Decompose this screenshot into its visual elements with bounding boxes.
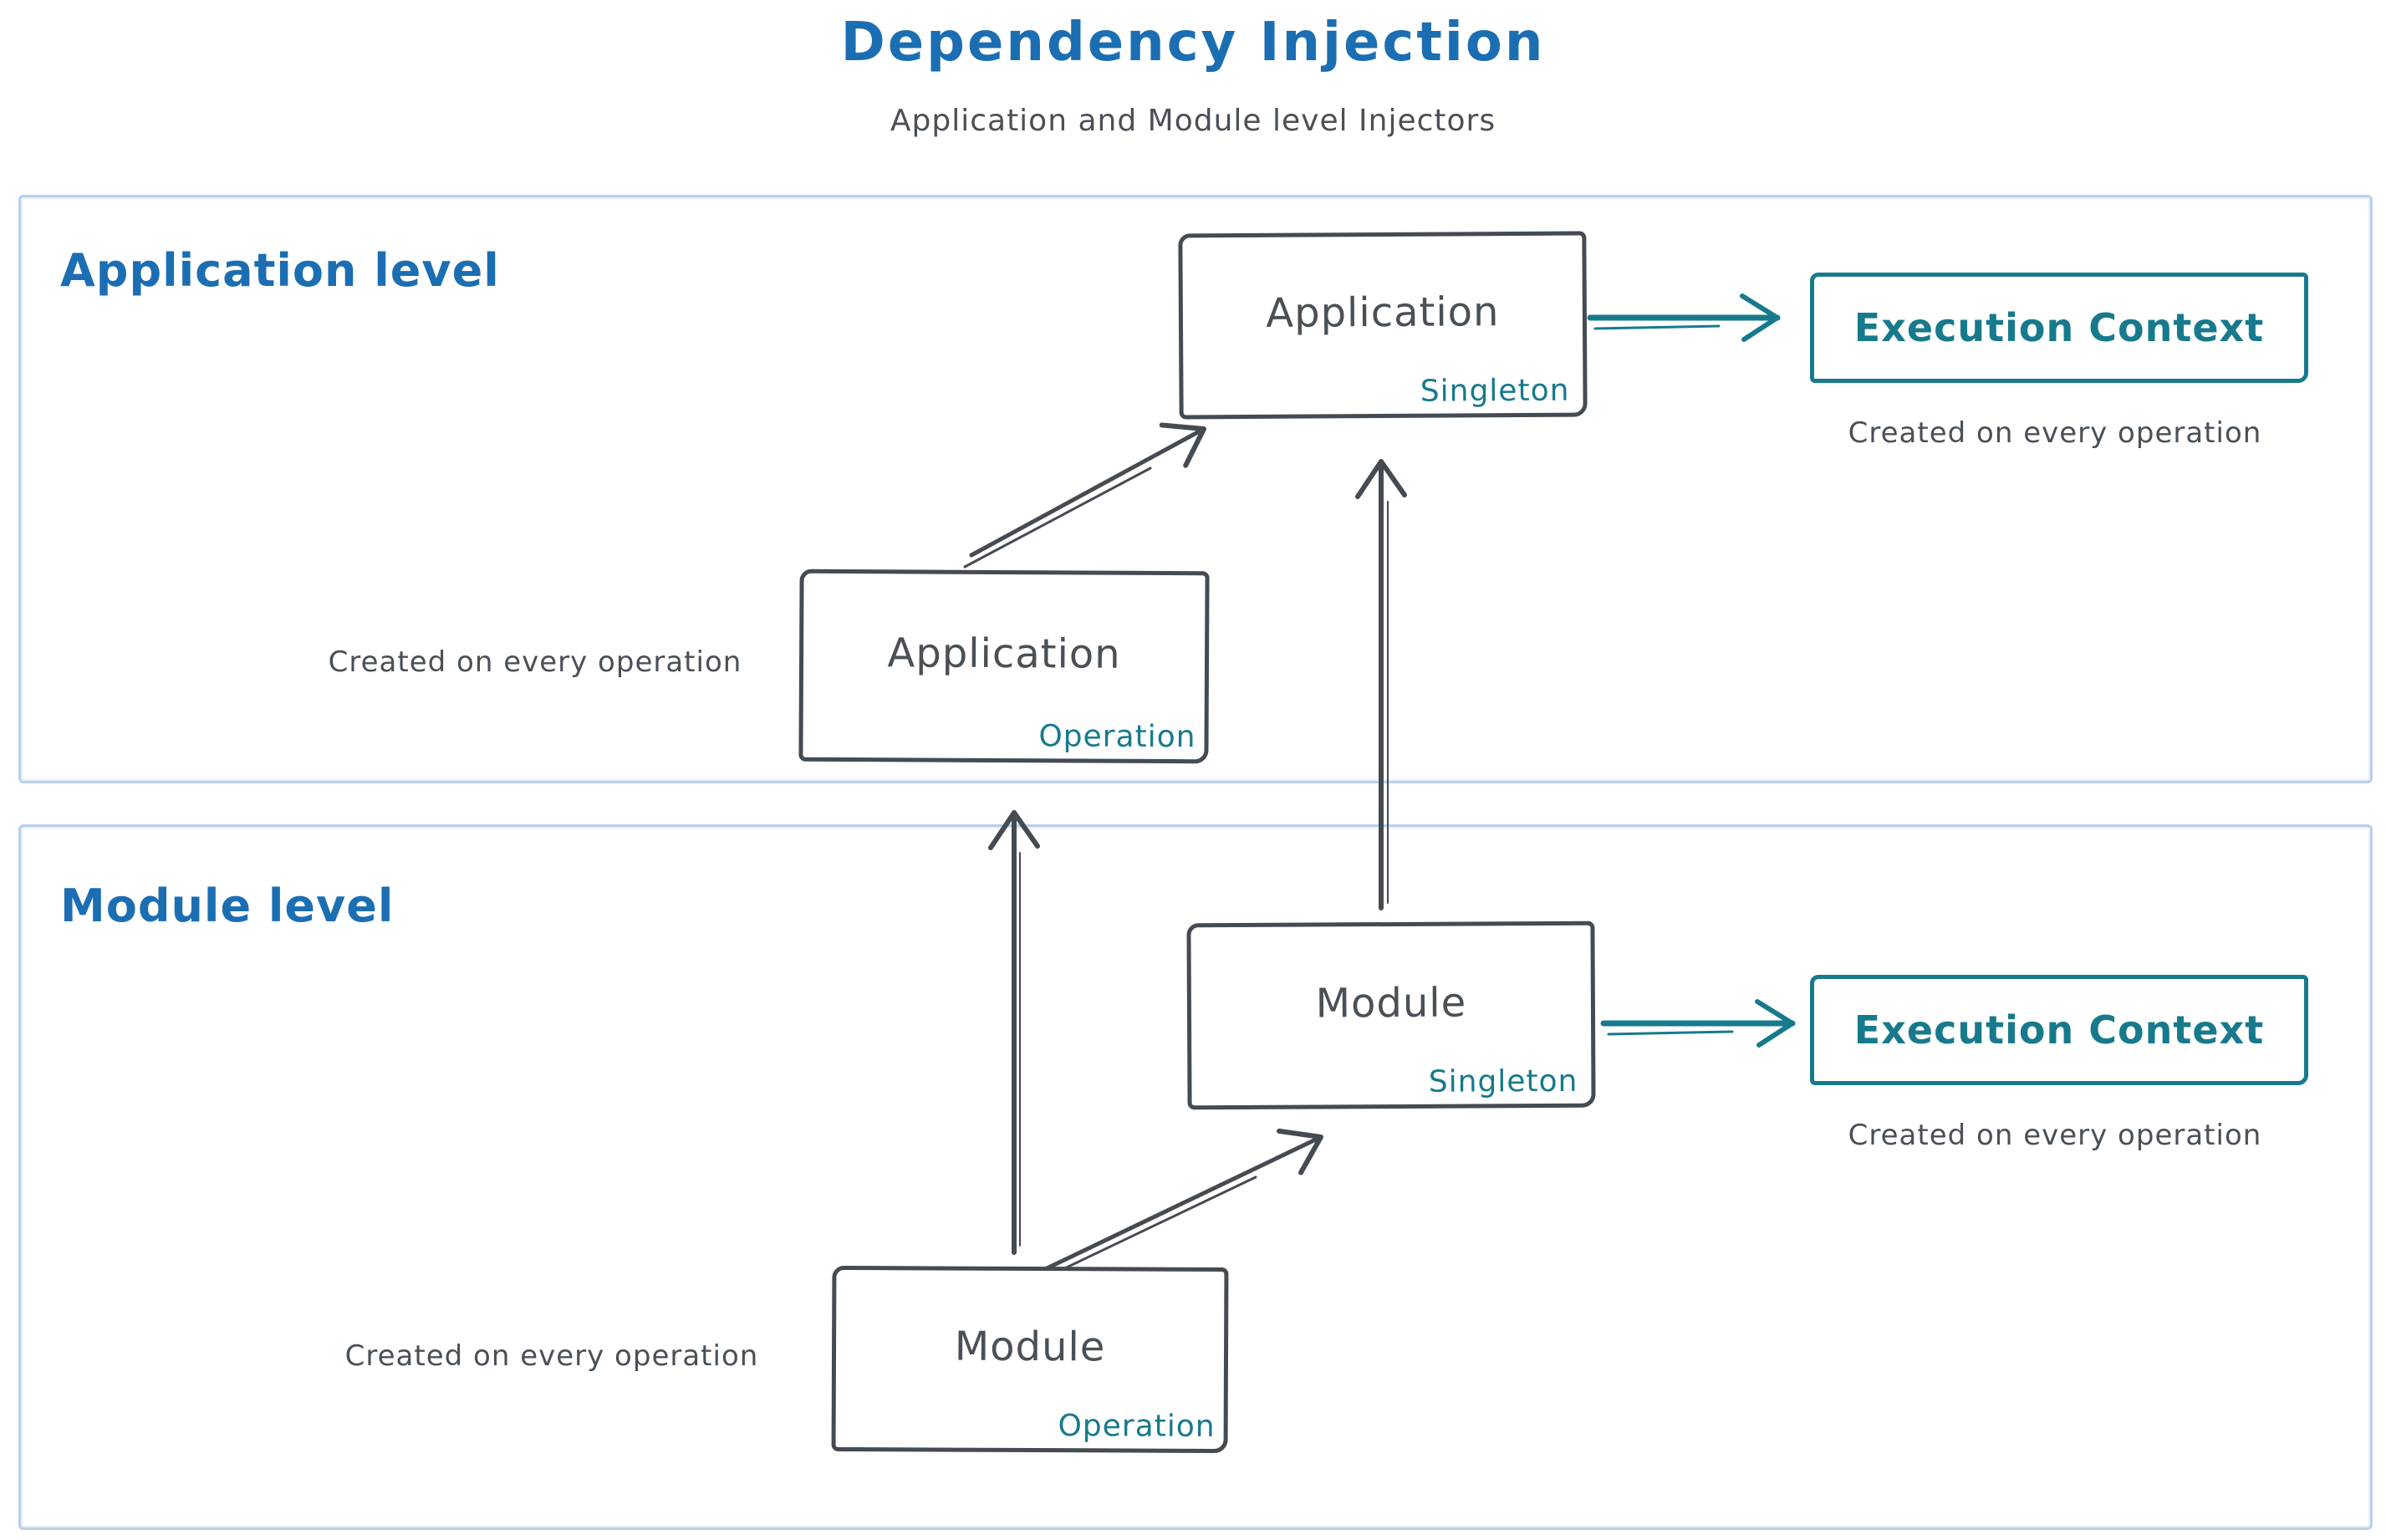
arrow-app-singleton-to-execution-context [1587,293,1781,342]
app-execution-context-box: Execution Context [1810,273,2308,383]
module-operation-box: Module Operation [831,1265,1229,1454]
application-level-label: Application level [60,244,500,297]
module-singleton-title: Module [1315,979,1467,1027]
app-operation-caption: Created on every operation [328,645,742,679]
app-singleton-badge: Singleton [1420,373,1570,409]
module-execution-context-title: Execution Context [1853,1007,2265,1053]
module-operation-title: Module [954,1323,1106,1371]
app-execution-context-caption: Created on every operation [1848,416,2262,450]
diagram-subtitle: Application and Module level Injectors [890,104,1496,138]
arrow-module-operation-to-app-operation [988,810,1040,1255]
arrow-module-operation-to-module-singleton [1033,1128,1323,1284]
module-singleton-badge: Singleton [1428,1063,1578,1099]
module-singleton-box: Module Singleton [1186,920,1596,1110]
diagram-title: Dependency Injection [840,12,1546,74]
arrow-module-singleton-to-execution-context [1600,999,1796,1048]
module-operation-badge: Operation [1058,1409,1216,1444]
app-singleton-box: Application Singleton [1178,231,1588,420]
app-execution-context-title: Execution Context [1853,305,2265,350]
arrow-app-operation-to-app-singleton [963,422,1206,569]
arrow-module-singleton-to-app-singleton [1355,459,1407,910]
app-operation-badge: Operation [1038,719,1196,755]
module-execution-context-box: Execution Context [1810,975,2308,1085]
app-operation-title: Application [887,630,1121,678]
module-level-label: Module level [60,880,395,932]
module-execution-context-caption: Created on every operation [1848,1119,2262,1152]
application-level-container [18,195,2373,783]
module-level-container [18,824,2373,1530]
app-singleton-title: Application [1266,288,1500,337]
app-operation-box: Application Operation [798,569,1210,764]
module-operation-caption: Created on every operation [344,1339,759,1373]
